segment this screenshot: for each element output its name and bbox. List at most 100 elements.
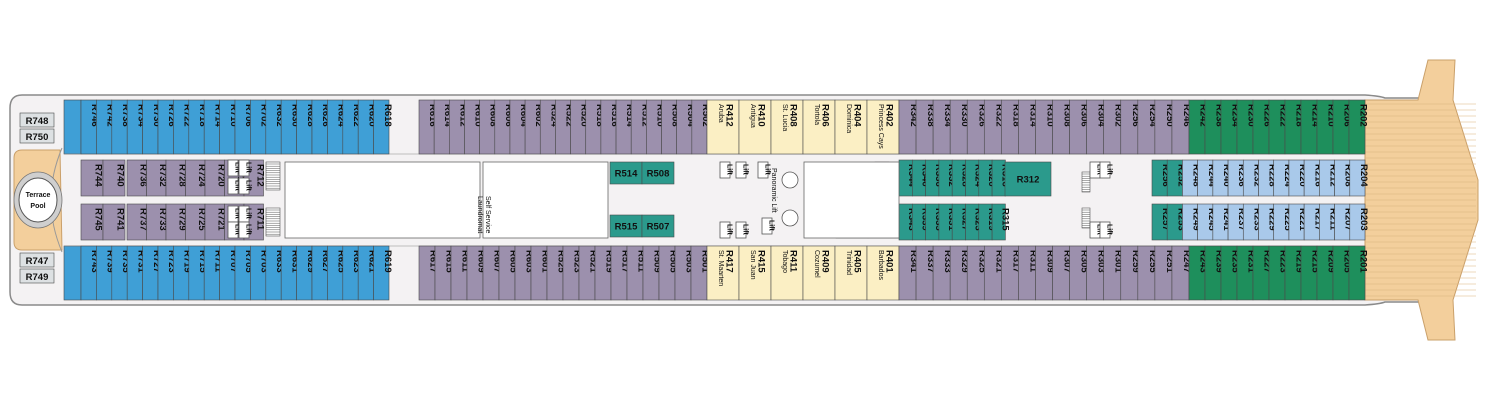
cabin-R223-label: R223 <box>1278 250 1289 273</box>
cabin-R618[interactable] <box>373 99 390 155</box>
cabin-R202[interactable] <box>1348 99 1366 155</box>
cabin-R415[interactable] <box>738 245 772 301</box>
cabin-R512-label: R512 <box>639 104 650 127</box>
cabin-R205-label: R205 <box>1342 250 1353 273</box>
cabin-R619-label: R619 <box>382 250 393 273</box>
laundromat-label-line2: Laundromat <box>476 196 483 233</box>
cabin-R408[interactable] <box>770 99 804 155</box>
lift[interactable]: Lift <box>227 221 241 239</box>
cabin-R740[interactable] <box>102 159 126 197</box>
lift[interactable]: Lift <box>735 221 749 239</box>
cabin-R508[interactable] <box>641 161 675 185</box>
aft-corner-block-bottom <box>63 245 82 301</box>
lift[interactable]: Lift <box>1099 161 1113 179</box>
cabin-R217-label: R217 <box>1312 208 1323 231</box>
cabin-R214-label: R214 <box>1310 104 1321 127</box>
laundromat-label-line1: Self Service <box>484 196 491 233</box>
cabin-R523-label: R523 <box>572 250 583 273</box>
cabin-R409[interactable] <box>802 245 836 301</box>
cabin-R304-label: R304 <box>1096 104 1107 127</box>
cabin-R249-label: R249 <box>1191 208 1202 231</box>
cabin-R404[interactable] <box>834 99 868 155</box>
cabin-R201[interactable] <box>1348 245 1366 301</box>
cabin-R208-label: R208 <box>1343 164 1354 187</box>
cabin-R325-label: R325 <box>976 250 987 273</box>
lift-label: Lift <box>764 164 771 176</box>
cabin-R320-label: R320 <box>986 164 997 187</box>
cabin-R750[interactable] <box>19 128 55 144</box>
cabin-R625-label: R625 <box>336 250 347 273</box>
cabin-R743-label: R743 <box>89 250 100 273</box>
cabin-R722-label: R722 <box>182 104 193 127</box>
lift-label: Lift <box>234 162 241 174</box>
cabin-R251-label: R251 <box>1164 250 1175 273</box>
cabin-R412[interactable] <box>706 99 740 155</box>
cabin-R312[interactable] <box>1004 161 1052 197</box>
cabin-R721-label: R721 <box>215 208 226 231</box>
cabin-R749[interactable] <box>19 268 55 284</box>
cabin-R317-label: R317 <box>1010 250 1021 273</box>
cabin-R332-label: R332 <box>946 164 957 187</box>
cabin-R406[interactable] <box>802 99 836 155</box>
cabin-R336-label: R336 <box>933 164 944 187</box>
lift-label: Lift <box>1106 224 1113 236</box>
cabin-R410[interactable] <box>738 99 772 155</box>
cabin-R514-label: R514 <box>624 104 635 127</box>
cabin-R305-label: R305 <box>1079 250 1090 273</box>
cabin-R204[interactable] <box>1349 159 1366 197</box>
cabin-R741[interactable] <box>102 203 126 241</box>
cabin-R511-label: R511 <box>636 250 647 273</box>
lift-label: Lift <box>234 224 241 236</box>
cabin-R727-label: R727 <box>151 250 162 273</box>
lift[interactable]: Lift <box>238 221 252 239</box>
cabin-R405[interactable] <box>834 245 868 301</box>
cabin-R746-label: R746 <box>89 104 100 127</box>
cabin-R233-label: R233 <box>1251 208 1262 231</box>
cabin-R733-label: R733 <box>157 208 168 231</box>
lift[interactable]: Lift <box>757 161 771 179</box>
cabin-R714-label: R714 <box>212 104 223 127</box>
cabin-R311-label: R311 <box>1027 250 1038 273</box>
cabin-R209-label: R209 <box>1326 250 1337 273</box>
cabin-R229-label: R229 <box>1267 208 1278 231</box>
lift[interactable]: Lift <box>735 161 749 179</box>
cabin-R326-label: R326 <box>976 104 987 127</box>
lift[interactable]: Lift <box>761 217 775 235</box>
cabin-R411[interactable] <box>770 245 804 301</box>
cabin-R412-label: R412 <box>724 104 735 127</box>
lift[interactable]: Lift <box>719 221 733 239</box>
cabin-R748[interactable] <box>19 112 55 128</box>
cabin-R626-label: R626 <box>320 104 331 127</box>
cabin-R417[interactable] <box>706 245 740 301</box>
cabin-R252-label: R252 <box>1175 164 1186 187</box>
cabin-R401[interactable] <box>866 245 900 301</box>
lift[interactable]: Lift <box>719 161 733 179</box>
cabin-R256-label: R256 <box>1130 104 1141 127</box>
cabin-R712-label: R712 <box>254 164 265 187</box>
cabin-R619[interactable] <box>373 245 390 301</box>
cabin-R610-label: R610 <box>473 104 484 127</box>
cabin-R228-label: R228 <box>1267 164 1278 187</box>
cabin-R402[interactable] <box>866 99 900 155</box>
cabin-R736-label: R736 <box>137 164 148 187</box>
stairs <box>265 161 281 191</box>
aft-cabins: R748 R750 R747 R749 <box>19 112 55 284</box>
lift[interactable]: Lift <box>238 177 252 195</box>
cabin-R747[interactable] <box>19 252 55 268</box>
cabin-R415-name: San Juan <box>749 250 756 280</box>
cabin-R203[interactable] <box>1349 203 1366 241</box>
laundromat-room <box>482 161 609 239</box>
cabin-R612-label: R612 <box>457 104 468 127</box>
lift[interactable]: Lift <box>238 159 252 177</box>
cabin-R507[interactable] <box>641 214 675 238</box>
lift[interactable]: Lift <box>227 177 241 195</box>
cabin-R253-label: R253 <box>1175 208 1186 231</box>
cabin-R248-label: R248 <box>1191 164 1202 187</box>
cabin-R731-label: R731 <box>135 250 146 273</box>
cabin-R210-label: R210 <box>1326 104 1337 127</box>
lift[interactable]: Lift <box>1099 221 1113 239</box>
lift[interactable]: Lift <box>227 159 241 177</box>
cabin-R617-label: R617 <box>428 250 439 273</box>
cabin-R315[interactable] <box>991 203 1006 241</box>
cabin-R516-label: R516 <box>609 104 620 127</box>
